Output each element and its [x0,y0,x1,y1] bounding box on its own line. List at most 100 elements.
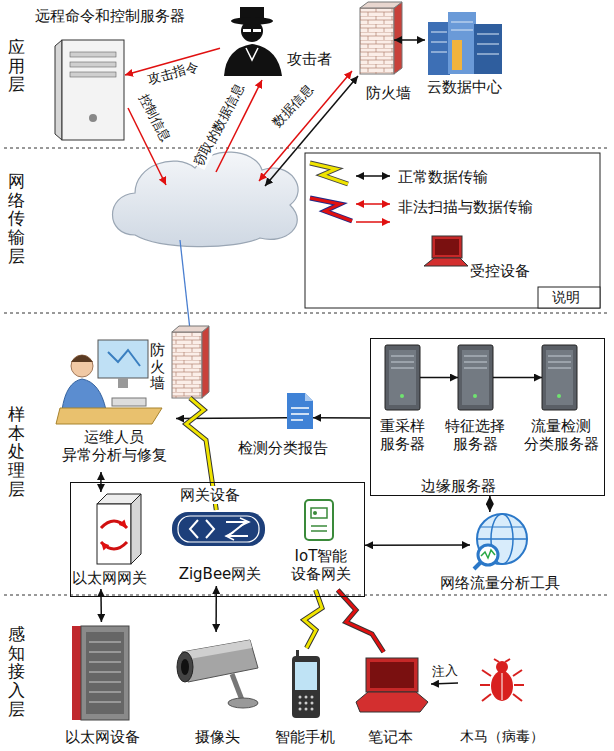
server-node: 远程命令和控制服务器 [55,40,125,140]
attacker-node: 攻击者 [220,5,284,77]
legend-label: 正常数据传输 [398,168,488,186]
node-label: 防火墙 [150,342,165,392]
node-label: 重采样 服务器 [373,417,431,453]
layer-name: 应用层 [8,38,25,94]
wireless-link-outline [304,590,322,648]
server-node: 流量检测 分类服务器 [542,345,577,410]
arrow-connector [493,377,542,378]
laptop-node: 笔记本 [352,652,431,749]
node-label: 特征选择 服务器 [443,417,507,453]
edge-server-group: 边缘服务器重采样 服务器特征选择 服务器流量检测 分类服务器 [370,338,605,496]
node-label: 运维人员 异常分析与修复 [55,428,173,464]
arrow-connector [489,496,490,512]
connector-line [338,590,384,652]
connector-line [313,417,370,419]
legend-label: 非法扫描与数据传输 [398,198,533,216]
analysis-tool-node: 网络流量分析工具 [470,512,530,572]
bug-illustration [480,659,524,701]
node-label: 摄像头 [170,728,265,746]
firewall-illustration [360,2,402,74]
ethernet-device-illustration [72,626,129,720]
ethernet-device-node: 以太网设备 [62,622,145,749]
node-label: IoT智能 设备网关 [288,547,354,583]
report-node: 检测分类报告 [287,393,313,429]
firewall-illustration [172,326,209,398]
arrow-connector [216,586,217,632]
layer-name: 网络传输层 [8,172,25,265]
wireless-link-outline [338,590,384,652]
globe-illustration [474,514,527,569]
arrow-connector [420,377,458,378]
report-illustration [287,393,313,429]
datacenter-node: 云数据中心 [425,8,505,76]
edge-label: 注入 [430,662,459,679]
arrow-connector [365,545,470,546]
node-label: ZigBee网关 [170,565,270,583]
datacenter-illustration [428,12,502,75]
operator-illustration [56,340,162,424]
server-illustration [55,40,124,140]
phone-node: 智能手机 [272,648,341,749]
annotation-label: 数据信息 [269,81,317,131]
camera-node: 摄像头 [170,632,268,749]
wireless-link [338,590,384,652]
zigbee-gateway-node: ZigBee网关 [170,510,273,586]
connector-line [489,496,491,512]
legend-box [305,153,600,308]
iot-gateway-node: IoT智能 设备网关 [288,497,357,590]
node-label: 智能手机 [272,728,338,746]
annotation-label: 窃取的数据信息 [190,80,247,169]
node-label: 防火墙 [366,84,411,102]
node-label: 远程命令和控制服务器 [35,7,185,25]
uplink-line [180,240,190,330]
legend-label: 受控设备 [470,262,530,280]
arrow-connector [394,40,425,41]
connector-line [304,590,322,648]
layer-name: 样本处理层 [8,405,25,498]
connector-line [215,586,217,632]
layer-name: 感知接入层 [8,625,25,718]
firewall-node: 防火墙 [172,330,208,398]
phone-illustration [292,650,320,718]
node-label: 检测分类报告 [238,439,328,457]
node-label: 边缘服务器 [421,477,496,495]
ethernet-gateway-node: 以太网网关 [72,492,150,589]
arrow-connector [313,417,370,418]
layer-divider [4,148,610,595]
camera-illustration [177,640,258,708]
annotation-label: 控制信息 [136,90,174,145]
wireless-link [304,590,322,648]
annotation-label: 说明 [552,289,580,306]
node-label: 以太网设备 [62,728,142,746]
node-label: 攻击者 [287,50,332,68]
node-label: 木马（病毒） [458,728,546,745]
ethernet-gateway-illustration [97,494,141,564]
node-label: 网关设备 [179,486,241,504]
firewall-node: 防火墙 [360,6,394,74]
laptop-illustration [356,658,428,712]
zigbee-gateway-illustration [172,512,265,546]
connector-line [420,377,458,379]
server-node: 特征选择 服务器 [458,345,493,410]
server-node: 重采样 服务器 [385,345,420,410]
connector-line [493,377,542,379]
connector-line [394,39,425,41]
attacker-illustration [224,7,282,76]
connector-line [100,589,102,622]
connector-line [365,544,470,546]
connector-line [431,683,458,684]
arrow-connector [431,683,458,684]
iot-gateway-illustration [305,500,333,540]
node-label: 网络流量分析工具 [440,574,560,592]
node-label: 云数据中心 [427,78,502,96]
edge-server-illustration [385,345,577,410]
node-label: 流量检测 分类服务器 [522,417,600,453]
node-label: 笔记本 [352,728,428,746]
trojan-node: 木马（病毒） [458,658,549,746]
arrow-connector [100,589,102,622]
gateway-group: 网关设备 以太网网关 ZigBee网关 IoT智能 设备网关 [70,482,365,597]
